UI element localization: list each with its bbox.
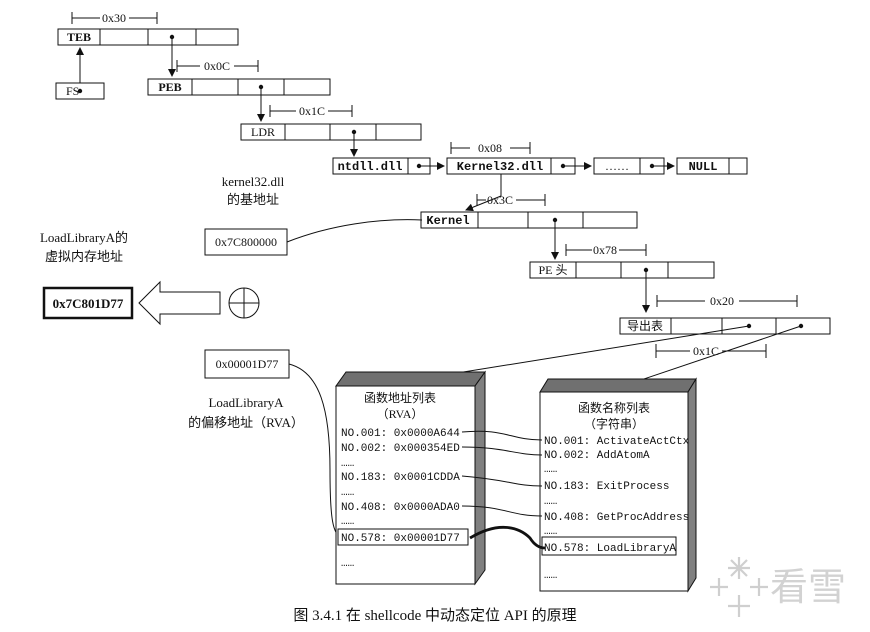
kernel-base-value: 0x7C800000: [215, 235, 277, 249]
kernel32-label: Kernel32.dll: [457, 160, 543, 174]
addr-row-highlighted: NO.578: 0x00001D77: [341, 533, 460, 545]
offset-ldr: 0x1C: [299, 104, 325, 118]
pe-header-label: PE 头: [538, 263, 567, 277]
peb-structure: 0x0C PEB: [147, 59, 331, 96]
watermark-text: 看雪: [770, 567, 846, 609]
watermark: 看雪: [710, 557, 846, 617]
loadlibrary-rva-annotation: 0x00001D77 LoadLibraryA 的偏移地址（RVA）: [188, 349, 343, 539]
kernel-base-annotation: kernel32.dll 的基地址 0x7C800000: [204, 174, 423, 256]
addr-table-title1: 函数地址列表: [364, 390, 436, 405]
la-va-line2: 虚拟内存地址: [45, 249, 123, 264]
offset-kernel-pe: 0x3C: [487, 193, 513, 207]
ldr-structure: 0x1C LDR: [240, 104, 422, 141]
ldr-label: LDR: [251, 125, 275, 139]
kernel-base-line2: 的基地址: [227, 192, 279, 207]
export-table-label: 导出表: [627, 319, 663, 333]
snowflake-logo-icon: [710, 557, 768, 617]
ellipsis-label: ……: [605, 159, 629, 173]
peb-label: PEB: [158, 80, 181, 94]
addr-row: NO.183: 0x0001CDDA: [341, 472, 460, 484]
la-va-line1: LoadLibraryA的: [40, 230, 128, 245]
teb-label: TEB: [67, 30, 91, 44]
module-list: ntdll.dll 0x08 Kernel32.dll …… NULL: [332, 141, 748, 175]
addr-table-title2: （RVA）: [377, 407, 424, 421]
index-correspondence-lines: [461, 430, 546, 550]
figure-caption: 图 3.4.1 在 shellcode 中动态定位 API 的原理: [293, 607, 576, 624]
offset-addresses: 0x1C: [693, 344, 719, 358]
null-label: NULL: [689, 160, 718, 174]
name-row: ……: [544, 526, 557, 538]
name-row: NO.002: AddAtomA: [544, 450, 650, 462]
addr-row: NO.408: 0x0000ADA0: [341, 502, 460, 514]
hollow-left-arrow-icon: [138, 280, 221, 326]
name-row: NO.001: ActivateActCtx: [544, 436, 690, 448]
addr-row: ……: [341, 487, 354, 499]
kernel-structure: 0x3C Kernel: [420, 193, 638, 229]
pe-header-structure: 0x78 PE 头: [529, 243, 715, 279]
name-table-title1: 函数名称列表: [578, 400, 650, 415]
name-row: ……: [544, 570, 557, 582]
la-va-value: 0x7C801D77: [53, 296, 124, 311]
offset-names: 0x20: [710, 294, 734, 308]
addr-row: NO.001: 0x0000A644: [341, 428, 460, 440]
name-row: ……: [544, 496, 557, 508]
offset-teb: 0x30: [102, 11, 126, 25]
addr-row: ……: [341, 516, 354, 528]
offset-export: 0x78: [593, 243, 617, 257]
offset-peb: 0x0C: [204, 59, 230, 73]
name-row: NO.408: GetProcAddress: [544, 512, 689, 524]
kernel-base-line1: kernel32.dll: [222, 174, 285, 189]
la-rva-line2: 的偏移地址（RVA）: [188, 415, 304, 430]
name-row: NO.183: ExitProcess: [544, 481, 669, 493]
la-rva-value: 0x00001D77: [216, 357, 279, 371]
function-address-table: 函数地址列表 （RVA） NO.001: 0x0000A644 NO.002: …: [335, 370, 486, 586]
kernel-label: Kernel: [426, 214, 469, 228]
addr-row: ……: [341, 458, 354, 470]
la-rva-line1: LoadLibraryA: [208, 395, 284, 410]
function-name-table: 函数名称列表 （字符串） NO.001: ActivateActCtx NO.0…: [539, 377, 697, 593]
fs-register: FS: [55, 47, 105, 100]
fs-label: FS: [66, 84, 79, 98]
ntdll-label: ntdll.dll: [338, 160, 403, 174]
offset-kernel-list: 0x08: [478, 141, 502, 155]
name-row-highlighted: NO.578: LoadLibraryA: [544, 543, 676, 555]
addr-row: ……: [341, 558, 354, 570]
loadlibrary-va-annotation: LoadLibraryA的 虚拟内存地址 0x7C801D77: [40, 230, 260, 326]
name-row: ……: [544, 464, 557, 476]
teb-structure: 0x30 TEB: [57, 11, 239, 46]
addr-row: NO.002: 0x000354ED: [341, 443, 460, 455]
export-table-structure: 0x20 导出表 0x1C: [619, 294, 831, 358]
name-table-title2: （字符串）: [584, 416, 644, 431]
